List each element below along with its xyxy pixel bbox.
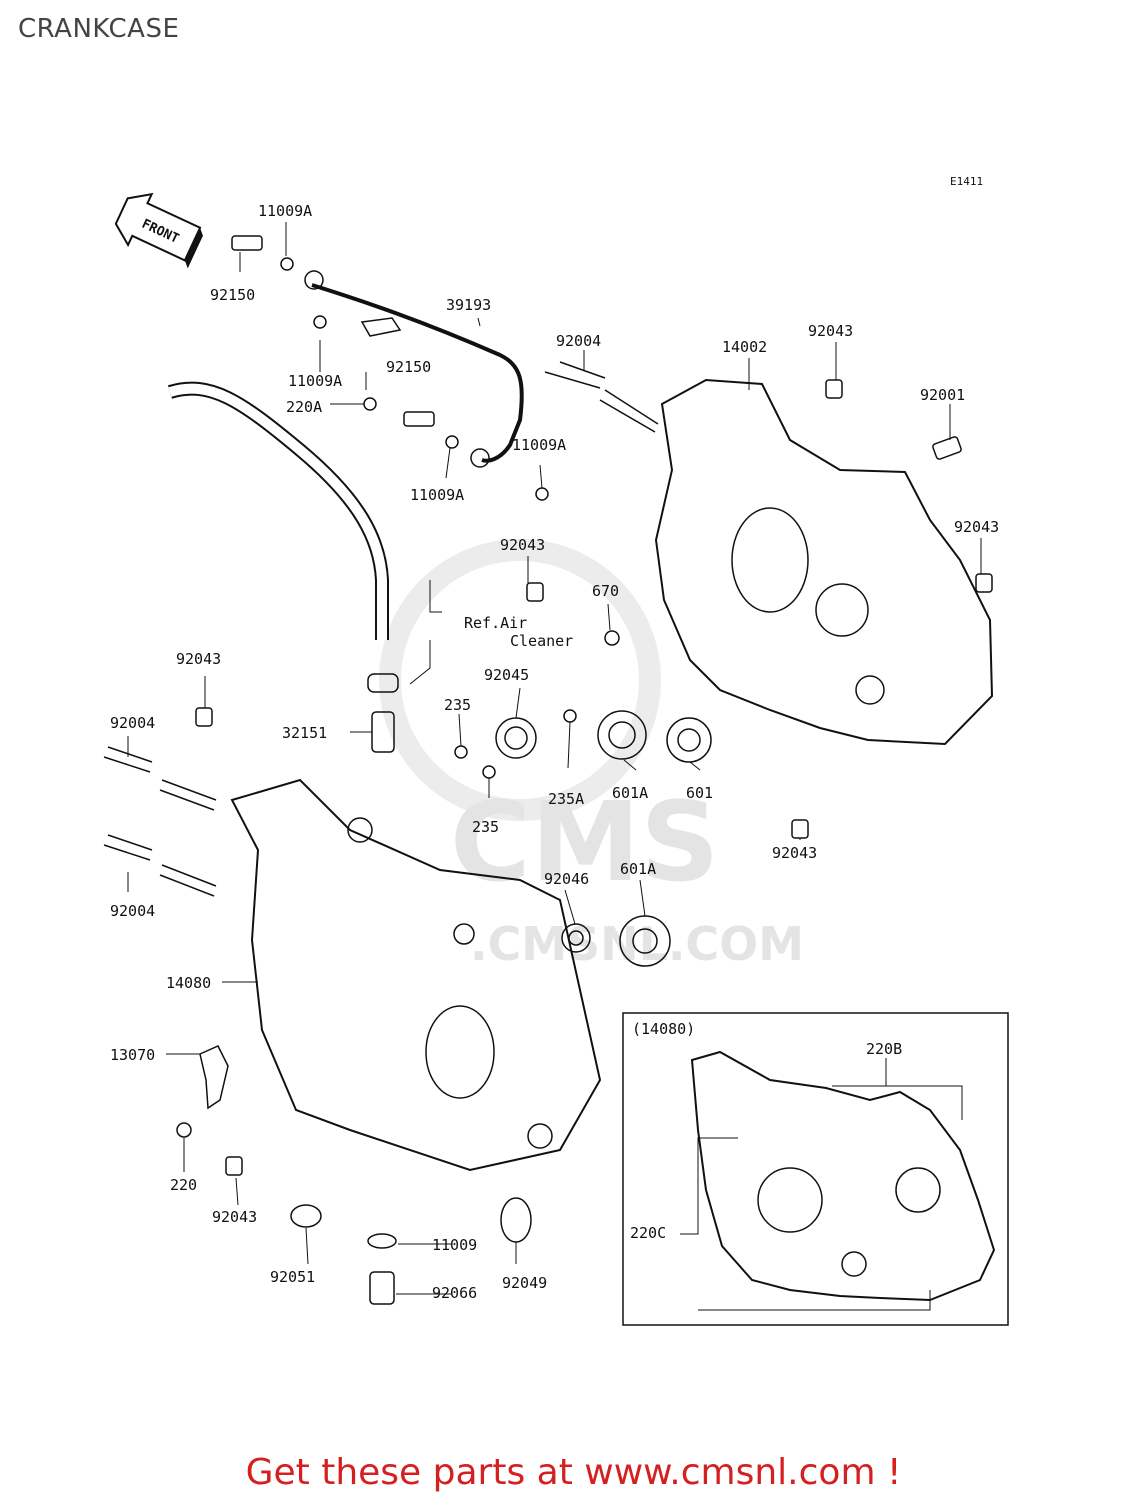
watermark-domain: .CMSNL.COM bbox=[470, 917, 804, 971]
callout-601: 601 bbox=[686, 784, 713, 802]
oil-pipe bbox=[311, 283, 524, 463]
callout-14080: 14080 bbox=[166, 974, 211, 992]
stud-92004-top bbox=[544, 361, 659, 433]
bearing-601A-top bbox=[597, 710, 647, 760]
stud-92004-left-upper bbox=[103, 746, 217, 811]
callout-39193: 39193 bbox=[446, 296, 491, 314]
callout-11009A-2: 11009A bbox=[288, 372, 342, 390]
dowel-92043-left-top bbox=[195, 707, 213, 727]
callout-92004-3: 92004 bbox=[110, 902, 155, 920]
screw-235-b bbox=[482, 765, 496, 779]
callout-92043-6: 92043 bbox=[212, 1208, 257, 1226]
washer-11009A-2 bbox=[313, 315, 327, 329]
inset-leaders bbox=[680, 1058, 963, 1311]
callout-235-1: 235 bbox=[444, 696, 471, 714]
pipe-bracket bbox=[360, 317, 402, 337]
footer-cta[interactable]: Get these parts at www.cmsnl.com ! bbox=[245, 1452, 902, 1493]
callout-92150-2: 92150 bbox=[386, 358, 431, 376]
inset-callout-220B: 220B bbox=[866, 1040, 902, 1058]
screw-235A bbox=[563, 709, 577, 723]
inset-callout-220C: 220C bbox=[630, 1224, 666, 1242]
bolt-92001 bbox=[932, 436, 962, 460]
inset-detail: (14080) 220B 220C bbox=[622, 1012, 1009, 1326]
callout-92004-2: 92004 bbox=[110, 714, 155, 732]
washer-11009A-1 bbox=[280, 257, 294, 271]
dowel-92043-bottom bbox=[225, 1156, 243, 1176]
part-callouts: 11009A 92150 11009A 39193 92150 220A 110… bbox=[110, 202, 999, 1302]
callout-92045: 92045 bbox=[484, 666, 529, 684]
callout-92049: 92049 bbox=[502, 1274, 547, 1292]
washer-11009A-3 bbox=[445, 435, 459, 449]
callout-11009A-3: 11009A bbox=[512, 436, 566, 454]
bolt-92150-top bbox=[231, 235, 263, 251]
callout-92043-1: 92043 bbox=[808, 322, 853, 340]
callout-11009A-4: 11009A bbox=[410, 486, 464, 504]
callout-11009: 11009 bbox=[432, 1236, 477, 1254]
diagram-code: E1411 bbox=[950, 175, 983, 188]
callout-92043-5: 92043 bbox=[772, 844, 817, 862]
inset-frame bbox=[622, 1012, 1009, 1326]
callout-220: 220 bbox=[170, 1176, 197, 1194]
callout-220A: 220A bbox=[286, 398, 322, 416]
leader-lines bbox=[127, 222, 982, 1295]
stud-92004-left-lower bbox=[103, 834, 217, 897]
callout-92004-1: 92004 bbox=[556, 332, 601, 350]
callout-14002: 14002 bbox=[722, 338, 767, 356]
crankcase-right-14002 bbox=[654, 378, 994, 746]
oil-seal-92045 bbox=[495, 717, 537, 759]
page-title: CRANKCASE bbox=[18, 14, 180, 44]
callout-92066: 92066 bbox=[432, 1284, 477, 1302]
washer-11009A-4 bbox=[535, 487, 549, 501]
callout-32151: 32151 bbox=[282, 724, 327, 742]
callout-601A-2: 601A bbox=[620, 860, 656, 878]
watermark-text: CMS bbox=[450, 778, 719, 906]
drain-plug-92066 bbox=[369, 1271, 395, 1305]
dowel-92043-mid bbox=[526, 582, 544, 602]
front-arrow-icon: FRONT bbox=[114, 192, 203, 269]
callout-92043-3: 92043 bbox=[500, 536, 545, 554]
callout-13070: 13070 bbox=[110, 1046, 155, 1064]
bolt-92150-mid bbox=[403, 411, 435, 427]
watermark: CMS .CMSNL.COM bbox=[379, 539, 804, 971]
pipe-banjo-bottom bbox=[470, 448, 490, 468]
o-ring-670 bbox=[604, 630, 620, 646]
pipe-banjo-top bbox=[304, 270, 324, 290]
callout-ref-air: Ref.Air bbox=[464, 614, 527, 632]
callout-92046: 92046 bbox=[544, 870, 589, 888]
washer-11009 bbox=[367, 1233, 397, 1249]
callout-92051: 92051 bbox=[270, 1268, 315, 1286]
callout-670: 670 bbox=[592, 582, 619, 600]
screw-235-a bbox=[454, 745, 468, 759]
inset-label: (14080) bbox=[632, 1020, 695, 1038]
bolt-220A bbox=[363, 397, 377, 411]
dowel-92043-lower bbox=[791, 819, 809, 839]
hose-clamp bbox=[367, 673, 399, 693]
callout-92043-4: 92043 bbox=[176, 650, 221, 668]
callout-92043-2: 92043 bbox=[954, 518, 999, 536]
inset-crankcase bbox=[690, 1050, 996, 1302]
callout-235-2: 235 bbox=[472, 818, 499, 836]
callout-cleaner: Cleaner bbox=[510, 632, 573, 650]
guide-13070 bbox=[199, 1045, 229, 1110]
callout-92001: 92001 bbox=[920, 386, 965, 404]
seal-92049 bbox=[500, 1197, 532, 1243]
crankcase-left-14080 bbox=[230, 778, 602, 1172]
bearing-601 bbox=[666, 717, 712, 763]
dowel-92043-top bbox=[825, 379, 843, 399]
bolt-220 bbox=[176, 1122, 192, 1138]
dowel-92043-right bbox=[975, 573, 993, 593]
callout-601A-1: 601A bbox=[612, 784, 648, 802]
callout-11009A-1: 11009A bbox=[258, 202, 312, 220]
callout-235A: 235A bbox=[548, 790, 584, 808]
callout-92150-1: 92150 bbox=[210, 286, 255, 304]
seal-92051 bbox=[290, 1204, 322, 1228]
